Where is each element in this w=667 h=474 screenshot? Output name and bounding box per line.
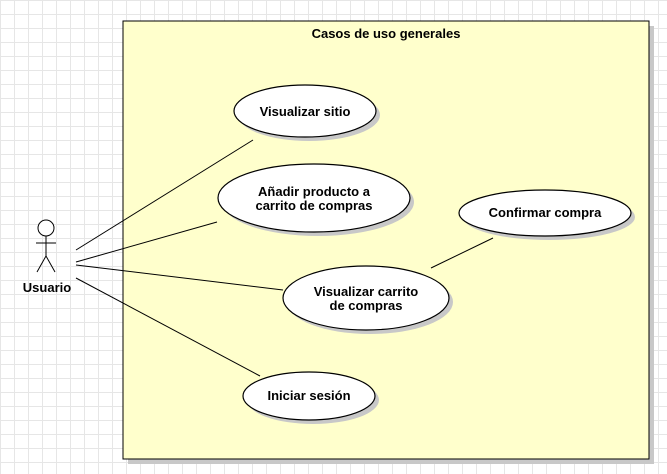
association-line-anadir-producto[interactable] xyxy=(75,221,218,263)
use-case-label: Visualizar sitio xyxy=(260,104,351,119)
use-case-ellipse xyxy=(458,189,632,237)
system-title: Casos de uso generales xyxy=(312,26,461,41)
use-case-label-line-2: de compras xyxy=(330,298,403,313)
use-case-ellipse xyxy=(233,84,377,138)
use-case-anadir-producto[interactable]: Añadir producto a carrito de compras xyxy=(217,163,414,236)
use-case-label-line-1: Visualizar carrito xyxy=(314,284,419,299)
actor-name: Usuario xyxy=(23,280,71,295)
use-case-visualizar-carrito[interactable]: Visualizar carrito de compras xyxy=(282,265,453,334)
use-case-label: Iniciar sesión xyxy=(267,388,350,403)
actor-usuario[interactable]: Usuario xyxy=(23,219,71,295)
system-boundary[interactable] xyxy=(122,20,650,460)
association-line-visualizar-sitio[interactable] xyxy=(75,139,254,251)
use-case-confirmar-compra[interactable]: Confirmar compra xyxy=(458,189,635,240)
use-case-visualizar-sitio[interactable]: Visualizar sitio xyxy=(233,84,380,141)
associations xyxy=(75,139,494,377)
use-case-iniciar-sesion[interactable]: Iniciar sesión xyxy=(242,371,379,424)
use-case-ellipse xyxy=(217,163,411,233)
stick-figure-icon xyxy=(36,219,56,273)
use-case-ellipse xyxy=(282,265,450,331)
use-case-label: Confirmar compra xyxy=(489,205,602,220)
association-line-iniciar-sesion[interactable] xyxy=(75,277,261,377)
use-case-label-line-1: Añadir producto a xyxy=(258,184,371,199)
use-case-label-line-2: carrito de compras xyxy=(255,198,372,213)
association-line-visualizar-carrito[interactable] xyxy=(75,264,284,291)
use-case-ellipse xyxy=(242,371,376,421)
association-line-confirmar-compra[interactable] xyxy=(430,237,494,269)
